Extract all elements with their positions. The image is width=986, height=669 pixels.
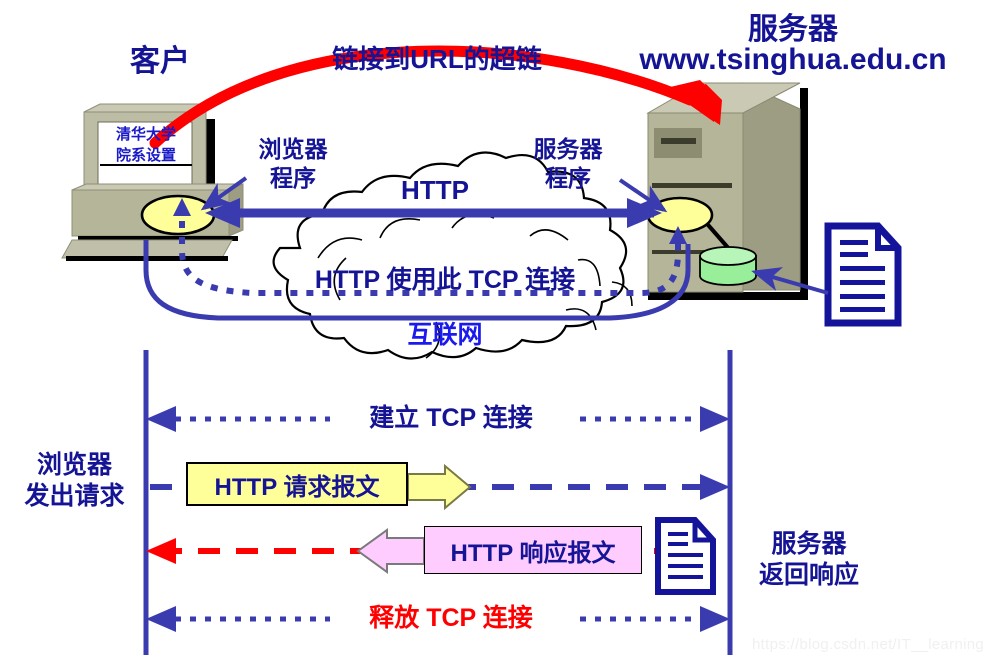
lifeline-connector-curve [143,240,691,321]
internet-label: 互联网 [407,321,483,349]
server-tower-icon [646,82,808,300]
right-actor-label-line1: 服务器 [771,530,847,558]
server-title: 服务器 [748,13,838,46]
http-label: HTTP [401,175,469,205]
screen-line-2: 院系设置 [100,147,192,167]
screen-line-1: 清华大学 [115,126,176,143]
server-program-label-line1: 服务器 [533,136,603,162]
disk-to-document-arrow [751,267,829,295]
establish-tcp-label: 建立 TCP 连接 [330,405,572,431]
left-actor-label-line2: 发出请求 [24,482,125,510]
server-program-label-line2: 程序 [545,165,591,191]
http-request-box: HTTP 请求报文 [186,462,408,506]
request-block-arrow [407,463,472,511]
document-icon [655,517,716,595]
cloud-icon [272,151,633,360]
document-icon [824,222,902,327]
hyperlink-label: 链接到URL的超链 [332,44,542,74]
cloud-tcp-label: HTTP 使用此 TCP 连接 [314,266,576,294]
browser-program-pointer [200,176,248,211]
red-curved-arrow-icon [149,45,722,149]
response-block-arrow [356,528,425,574]
left-actor-label-line1: 浏览器 [36,451,112,479]
browser-program-label-line2: 程序 [270,165,316,191]
right-actor-label-line2: 返回响应 [758,561,859,589]
watermark-text: https://blog.csdn.net/IT__learning [752,636,985,653]
browser-program-label-line1: 浏览器 [258,136,328,162]
server-program-pointer [618,178,668,213]
database-disk-icon [699,246,757,286]
http-response-box: HTTP 响应报文 [424,526,642,574]
process-ellipse-icon [646,196,714,234]
client-title: 客户 [130,45,190,78]
release-tcp-label: 释放 TCP 连接 [330,605,572,631]
server-url: www.tsinghua.edu.cn [639,43,947,76]
